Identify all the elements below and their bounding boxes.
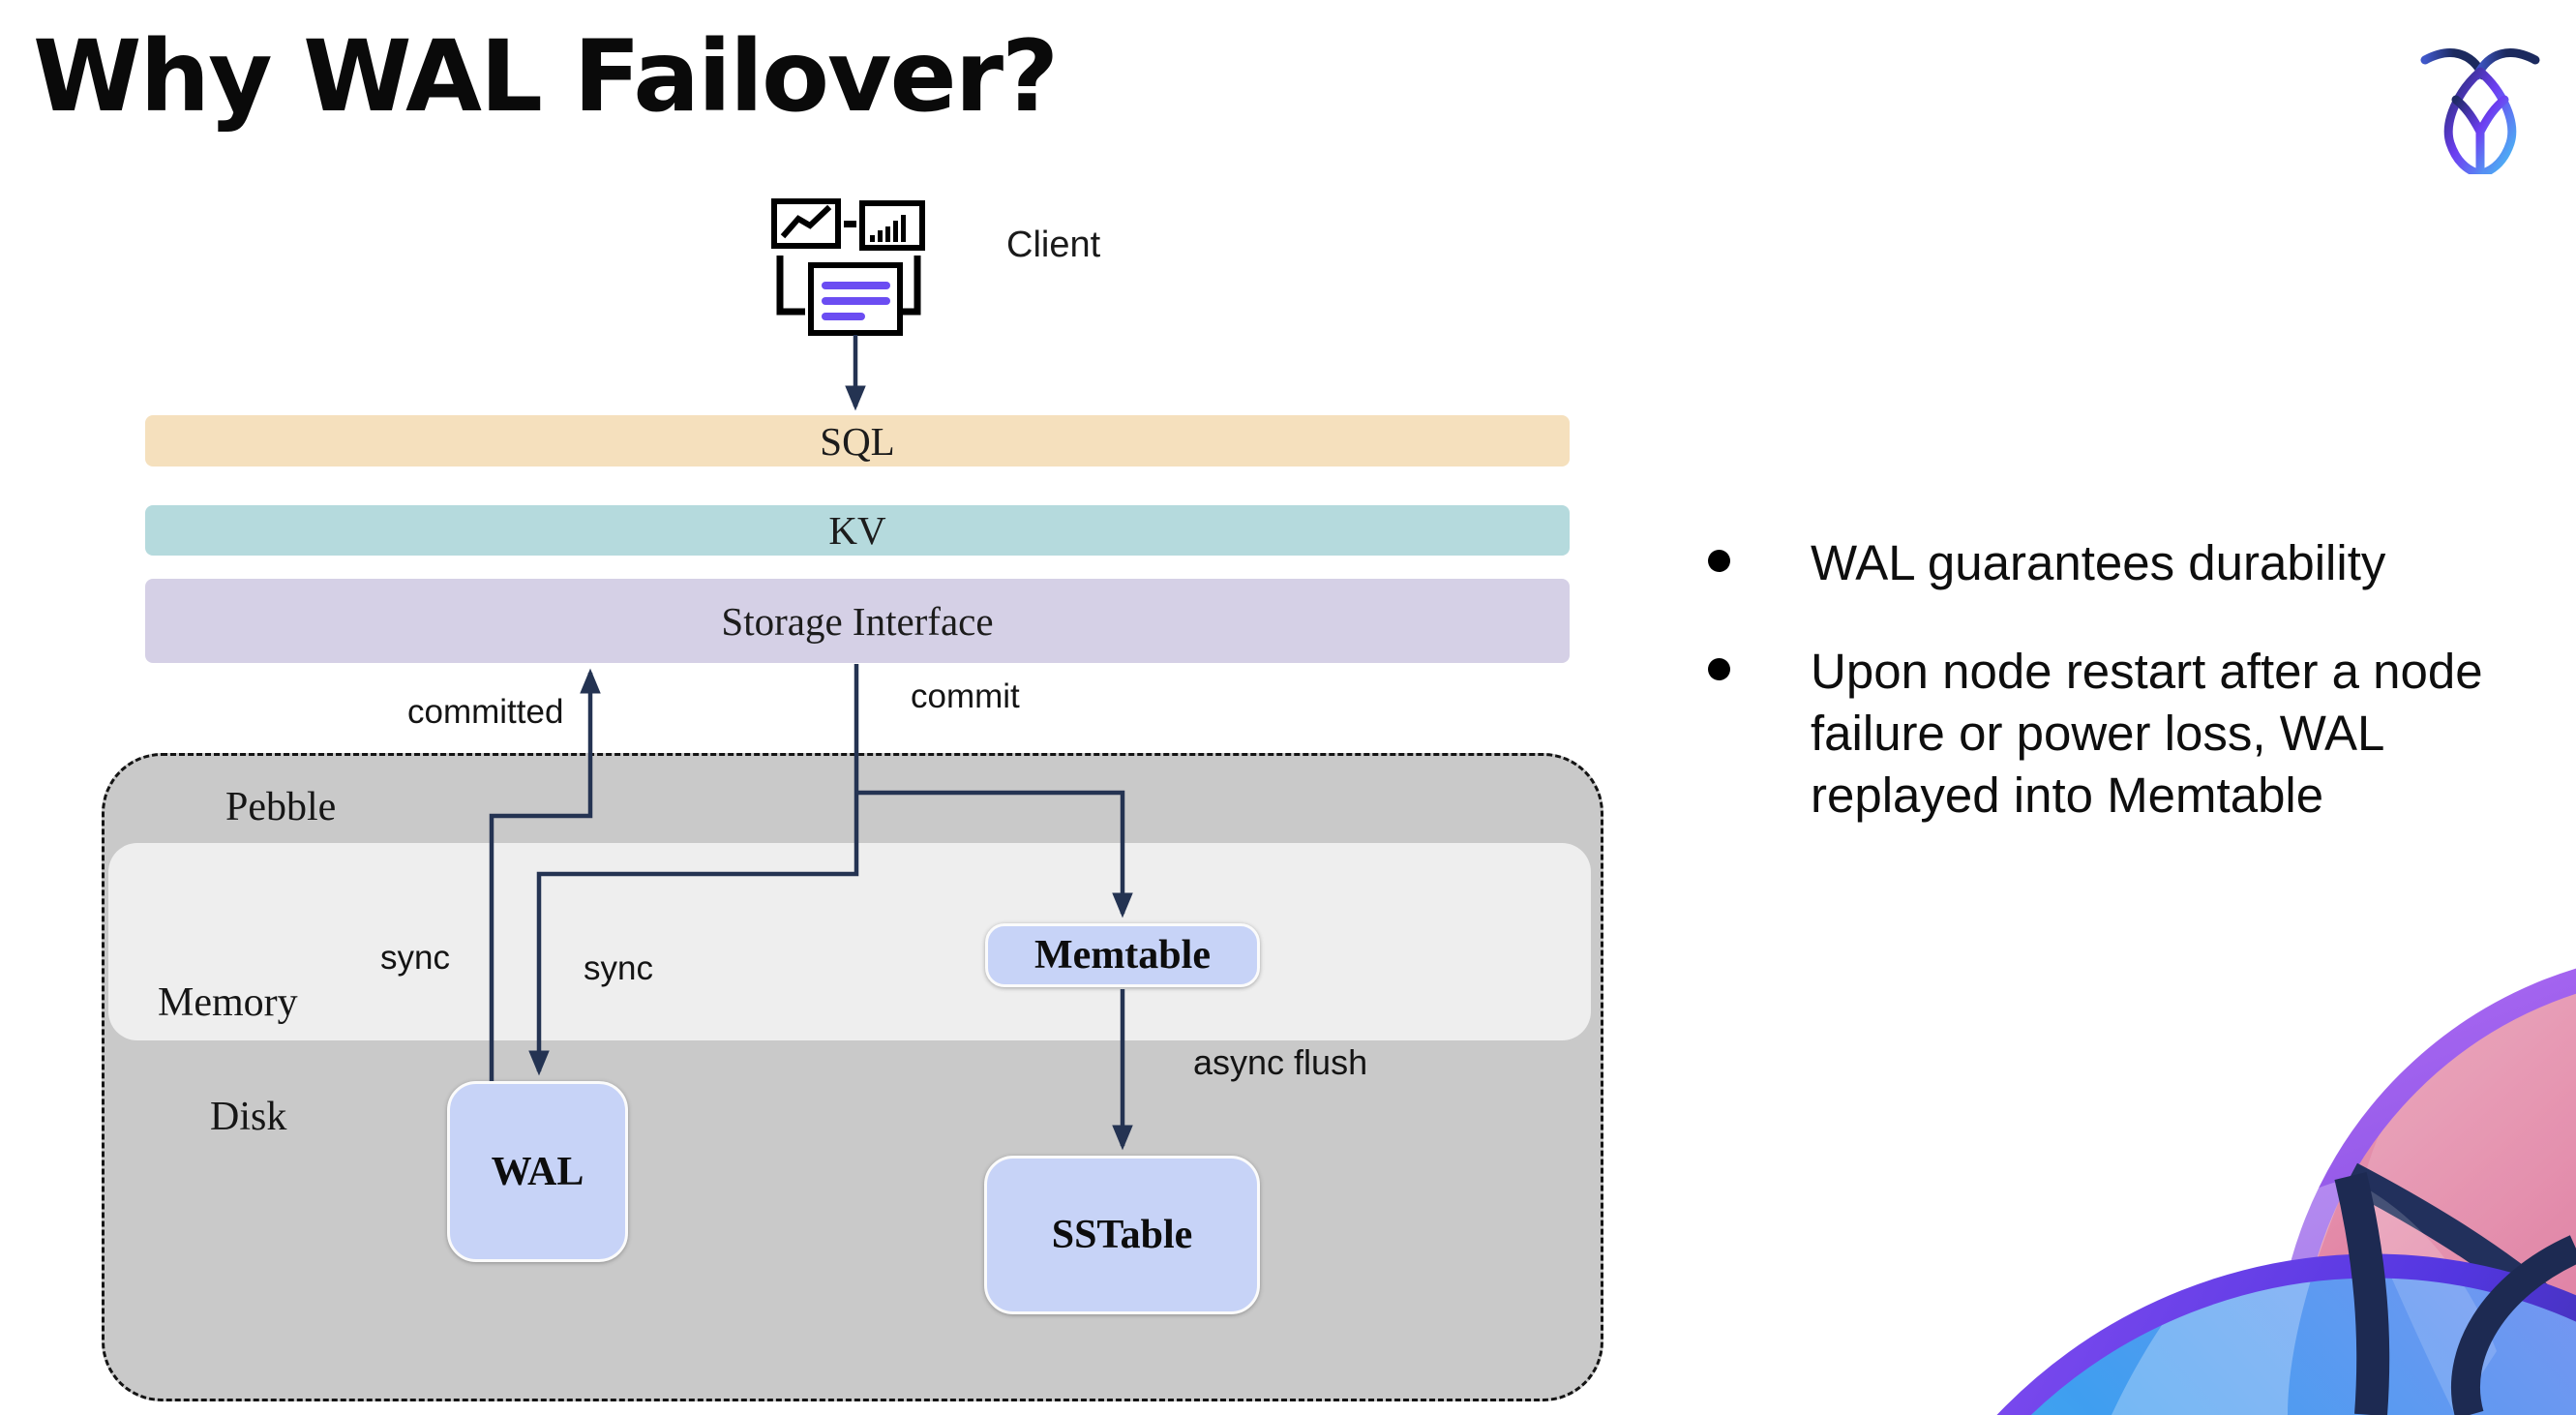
memory-label: Memory [158,980,298,1025]
memory-band [108,843,1591,1040]
layer-label-sql: SQL [820,418,895,464]
dash-connector [844,221,856,227]
node-memtable-label: Memtable [1034,933,1211,978]
layer-bar-kv: KV [145,505,1570,556]
bar-chart-icon [859,200,925,251]
client-label: Client [1006,225,1101,265]
edge-label-async-flush: async flush [1193,1042,1368,1082]
node-wal-label: WAL [491,1149,584,1194]
edge-label-committed: committed [407,693,564,731]
page-title: Why WAL Failover? [33,19,1059,135]
bullet-item: WAL guarantees durability [1708,532,2576,594]
node-wal: WAL [447,1081,628,1262]
node-sstable: SSTable [984,1156,1260,1314]
cockroachdb-logo-icon [2420,48,2540,174]
disk-label: Disk [210,1095,287,1139]
pebble-label: Pebble [225,785,337,829]
bullet-text: Upon node restart after a node failure o… [1811,644,2483,823]
client-icon [771,198,925,336]
edge-label-sync-left: sync [380,939,450,977]
line-chart-icon [771,198,841,249]
layer-bar-sql: SQL [145,415,1570,467]
bullet-text: WAL guarantees durability [1811,535,2386,590]
layer-label-kv: KV [828,508,886,553]
bullet-dot [1708,550,1730,572]
edge-label-sync-right: sync [584,949,653,987]
layer-label-storage-interface: Storage Interface [721,598,994,644]
document-icon [776,256,921,336]
bullet-item: Upon node restart after a node failure o… [1708,641,2576,827]
bullet-dot [1708,658,1730,680]
node-memtable: Memtable [985,923,1260,987]
brand-spheres-art [1996,955,2576,1415]
layer-bar-storage-interface: Storage Interface [145,579,1570,663]
bullet-list: WAL guarantees durability Upon node rest… [1708,532,2576,873]
edge-label-commit: commit [911,677,1020,715]
node-sstable-label: SSTable [1051,1213,1193,1257]
